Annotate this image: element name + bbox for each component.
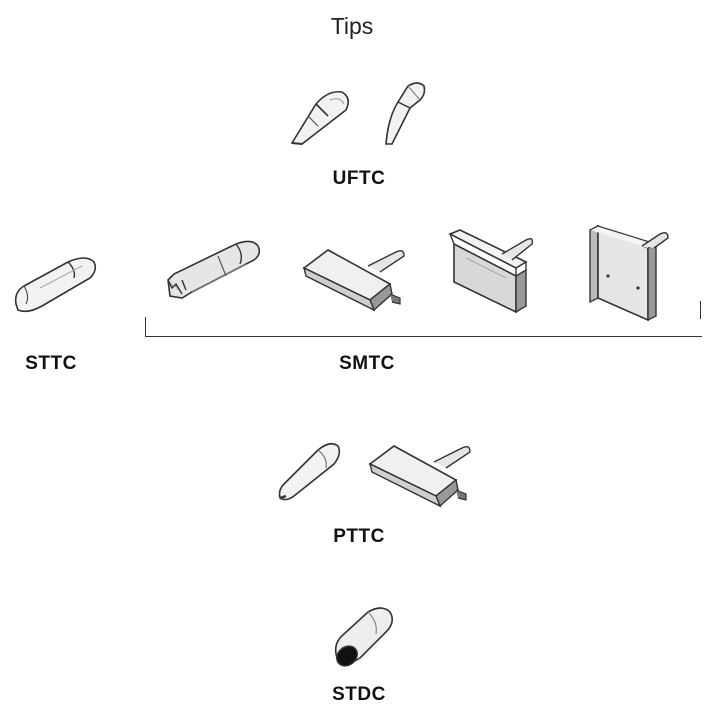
smtc-label: SMTC <box>339 353 395 374</box>
sttc-tip-icon <box>14 257 97 313</box>
smtc-tip-1-icon <box>167 240 261 299</box>
smtc-tip-4-icon <box>589 224 669 322</box>
pttc-conical-tip-icon <box>278 442 341 501</box>
uftc-label: UFTC <box>332 168 386 189</box>
uftc-conical-tip-icon <box>290 90 350 145</box>
smtc-bracket-right-end <box>700 301 701 319</box>
pttc-flat-tip-icon <box>368 445 471 508</box>
uftc-bent-tip-icon <box>385 82 426 145</box>
smtc-tip-3-icon <box>448 229 534 314</box>
stdc-label: STDC <box>332 684 386 705</box>
smtc-tip-2-icon <box>302 249 405 312</box>
diagram-title: Tips <box>330 13 374 39</box>
stdc-tip-icon <box>334 607 394 667</box>
smtc-bracket <box>145 317 702 337</box>
sttc-label: STTC <box>25 353 77 374</box>
pttc-label: PTTC <box>333 526 385 547</box>
